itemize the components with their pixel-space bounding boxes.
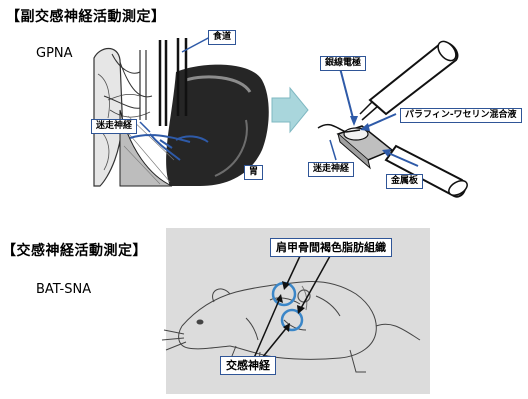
label-metal-plate: 金属板	[386, 174, 423, 189]
label-electrode: 銀線電極	[320, 56, 366, 71]
transition-arrow-icon	[272, 88, 308, 132]
label-vagus-right: 迷走神経	[308, 162, 354, 177]
label-vagus-left: 迷走神経	[91, 119, 137, 134]
label-stomach: 胃	[244, 165, 263, 180]
stomach-illustration	[94, 38, 269, 186]
label-bat: 肩甲骨間褐色脂肪組織	[270, 238, 392, 257]
label-sympathetic: 交感神経	[220, 356, 276, 375]
label-paraffin: パラフィン-ワセリン混合液	[400, 108, 522, 123]
label-esophagus: 食道	[208, 30, 236, 45]
